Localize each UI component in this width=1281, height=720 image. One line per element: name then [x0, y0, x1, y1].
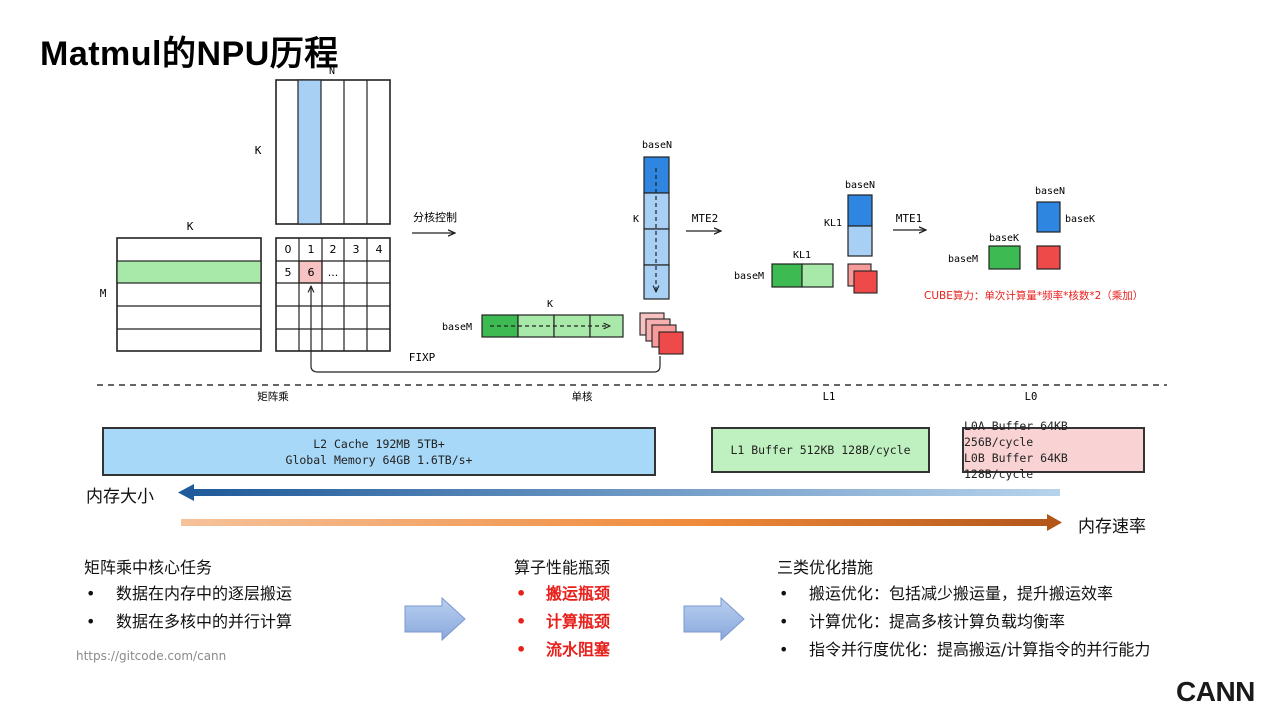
label-kl1-b: KL1 — [793, 250, 811, 261]
label-split-control: 分核控制 — [413, 210, 457, 224]
l0-b-block — [1036, 201, 1061, 233]
l0-line-2: L0B Buffer 64KB 128B/cycle — [964, 451, 1068, 481]
core-b-strip — [643, 156, 670, 300]
bottlenecks-section: 算子性能瓶颈 搬运瓶颈 计算瓶颈 流水阻塞 — [514, 554, 674, 664]
l0-result-block — [1036, 245, 1061, 270]
label-basek-a: baseK — [1065, 214, 1095, 225]
label-k-left: K — [187, 220, 194, 233]
flow-arrow-1 — [404, 596, 466, 642]
l1-line-1: L1 Buffer 512KB 128B/cycle — [730, 443, 911, 457]
flow-arrow-2 — [683, 596, 745, 642]
label-mte2: MTE2 — [692, 212, 719, 225]
l0-line-1: L0A Buffer 64KB 256B/cycle — [964, 419, 1068, 449]
matrix-b — [275, 79, 391, 225]
label-n: N — [329, 66, 335, 77]
core-a-strip — [481, 314, 624, 338]
label-basek-b: baseK — [989, 233, 1019, 244]
l1-result-stack — [847, 263, 878, 294]
label-basem-a: baseM — [442, 322, 472, 333]
l1-a-block — [771, 263, 834, 288]
logo-text: CANN — [1176, 676, 1255, 707]
footer-url: https://gitcode.com/cann — [76, 649, 227, 663]
l2-memory-box: L2 Cache 192MB 5TB+ Global Memory 64GB 1… — [102, 427, 656, 476]
core-tasks-section: 矩阵乘中核心任务 数据在内存中的逐层搬运 数据在多核中的并行计算 — [84, 554, 384, 636]
l1-memory-box: L1 Buffer 512KB 128B/cycle — [711, 427, 930, 473]
label-basem-b: baseM — [734, 271, 764, 282]
label-basen-c: baseN — [1035, 186, 1065, 197]
optimization-item: 搬运优化：包括减少搬运量，提升搬运效率 — [777, 580, 1257, 608]
memory-speed-arrow — [181, 514, 1062, 531]
optimizations-title: 三类优化措施 — [777, 558, 874, 577]
memory-size-label: 内存大小 — [86, 487, 154, 507]
l0-a-block — [988, 245, 1021, 270]
cube-note: CUBE算力：单次计算量*频率*核数*2（乘加） — [924, 289, 1143, 302]
label-level-core: 单核 — [572, 390, 593, 403]
l2-line-1: L2 Cache 192MB 5TB+ — [313, 436, 445, 451]
core-tasks-title: 矩阵乘中核心任务 — [84, 558, 213, 577]
memory-speed-label: 内存速率 — [1078, 517, 1146, 537]
optimizations-section: 三类优化措施 搬运优化：包括减少搬运量，提升搬运效率 计算优化：提高多核计算负载… — [777, 554, 1257, 664]
bottleneck-item: 搬运瓶颈 — [514, 580, 674, 608]
label-k-mid: K — [547, 299, 553, 310]
bottleneck-item: 计算瓶颈 — [514, 608, 674, 636]
grid-cell-5: 5 — [285, 266, 292, 279]
label-basem-c: baseM — [948, 254, 978, 265]
label-basen-b: baseN — [845, 180, 875, 191]
matrix-a — [116, 237, 262, 352]
label-k-top: K — [255, 144, 262, 157]
l0-memory-box: L0A Buffer 64KB 256B/cycle L0B Buffer 64… — [962, 419, 1145, 481]
memory-size-arrow — [178, 484, 1060, 501]
cann-logo: CANN — [1176, 676, 1255, 708]
label-basen-a: baseN — [642, 140, 672, 151]
l2-line-2: Global Memory 64GB 1.6TB/s+ — [285, 452, 473, 467]
grid-cell-1: 1 — [308, 243, 315, 256]
label-k-vert: K — [633, 214, 639, 225]
label-level-matmul: 矩阵乘 — [257, 390, 289, 403]
matrix-c-grid — [275, 237, 391, 352]
label-level-l1: L1 — [823, 391, 836, 403]
grid-cell-ellipsis: ... — [328, 266, 339, 279]
grid-cell-0: 0 — [285, 243, 292, 256]
core-task-item: 数据在多核中的并行计算 — [84, 608, 384, 636]
bottlenecks-title: 算子性能瓶颈 — [514, 558, 611, 577]
optimization-item: 计算优化：提高多核计算负载均衡率 — [777, 608, 1257, 636]
bottleneck-item: 流水阻塞 — [514, 636, 674, 664]
label-mte1: MTE1 — [896, 212, 923, 225]
label-fixp: FIXP — [409, 351, 436, 364]
grid-cell-2: 2 — [330, 243, 337, 256]
grid-cell-4: 4 — [376, 243, 383, 256]
grid-cell-6: 6 — [308, 266, 315, 279]
page-title: Matmul的NPU历程 — [40, 35, 339, 73]
label-m: M — [100, 287, 107, 300]
label-level-l0: L0 — [1025, 391, 1038, 403]
label-kl1-a: KL1 — [824, 218, 842, 229]
core-task-item: 数据在内存中的逐层搬运 — [84, 580, 384, 608]
l1-b-block — [847, 194, 873, 257]
optimization-item: 指令并行度优化：提高搬运/计算指令的并行能力 — [777, 636, 1257, 664]
fixp-arrow — [311, 286, 661, 373]
grid-cell-3: 3 — [353, 243, 360, 256]
core-result-stack — [639, 312, 684, 355]
